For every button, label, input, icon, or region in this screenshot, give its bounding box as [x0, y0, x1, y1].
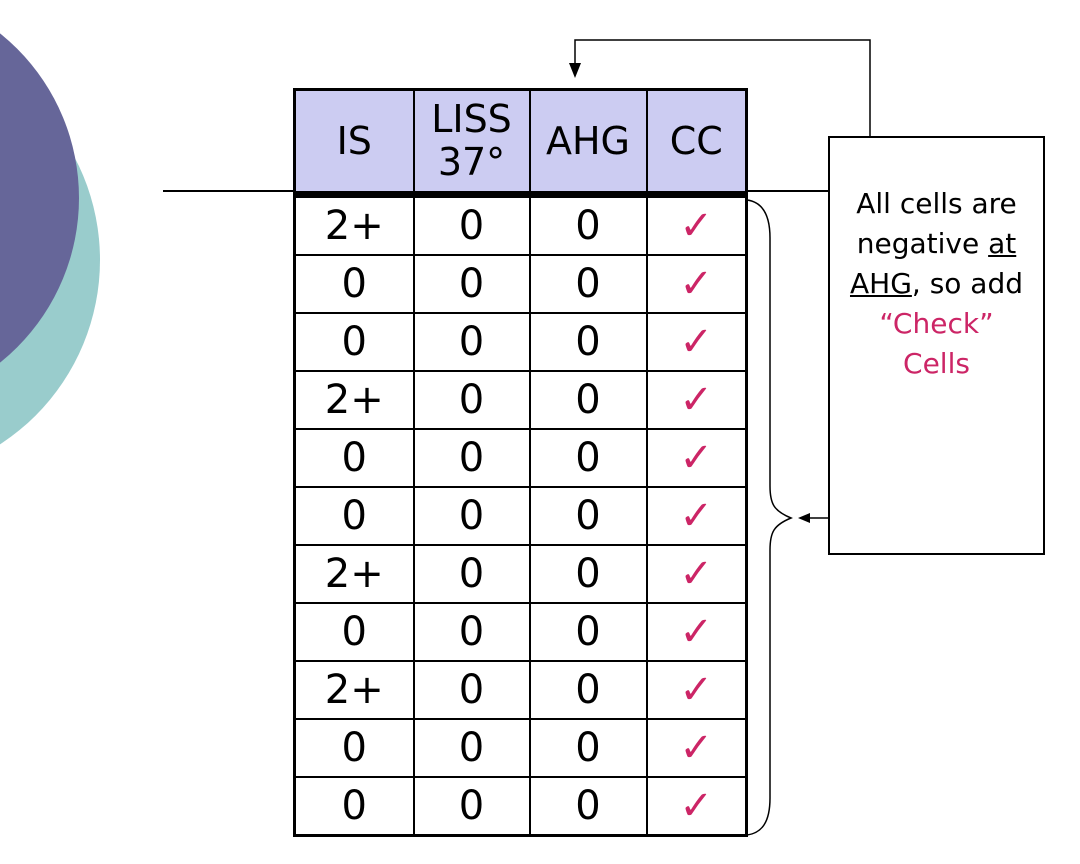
cell-cc: ✓	[645, 544, 748, 604]
cell-is: 0	[293, 254, 415, 314]
cell-is: 2+	[293, 660, 415, 720]
cell-liss: 0	[412, 254, 531, 314]
cell-ahg: 0	[528, 193, 648, 256]
check-icon: ✓	[679, 783, 713, 829]
cell-cc: ✓	[645, 312, 748, 372]
cell-is: 0	[293, 718, 415, 778]
cell-is: 0	[293, 602, 415, 662]
curly-brace	[746, 199, 793, 836]
check-icon: ✓	[679, 725, 713, 771]
arrowhead-down-icon	[569, 63, 581, 78]
cell-cc: ✓	[645, 602, 748, 662]
cell-liss: 0	[412, 486, 531, 546]
check-icon: ✓	[679, 493, 713, 539]
cell-is: 2+	[293, 193, 415, 256]
cell-liss: 0	[412, 602, 531, 662]
cell-ahg: 0	[528, 602, 648, 662]
cell-cc: ✓	[645, 660, 748, 720]
cell-liss: 0	[412, 718, 531, 778]
cell-liss: 0	[412, 776, 531, 837]
cell-cc: ✓	[645, 428, 748, 488]
annotation-text-part2: , so add	[911, 267, 1024, 300]
column-header-liss: LISS 37°	[412, 88, 531, 198]
cell-liss: 0	[412, 193, 531, 256]
cell-is: 0	[293, 486, 415, 546]
cell-cc: ✓	[645, 486, 748, 546]
cell-cc: ✓	[645, 193, 748, 256]
column-header-ahg: AHG	[528, 88, 648, 198]
cell-liss: 0	[412, 428, 531, 488]
cell-liss: 0	[412, 544, 531, 604]
check-icon: ✓	[679, 435, 713, 481]
annotation-highlight-line2: Cells	[903, 347, 970, 380]
curly-brace-path	[746, 199, 793, 836]
cell-cc: ✓	[645, 718, 748, 778]
cell-ahg: 0	[528, 428, 648, 488]
annotation-highlight-line1: “Check”	[879, 307, 994, 340]
cell-ahg: 0	[528, 776, 648, 837]
header-row: IS LISS 37° AHG CC	[293, 88, 748, 198]
cell-cc: ✓	[645, 776, 748, 837]
cell-cc: ✓	[645, 370, 748, 430]
cell-ahg: 0	[528, 254, 648, 314]
cell-liss: 0	[412, 660, 531, 720]
cell-cc: ✓	[645, 254, 748, 314]
left-arrow-connector	[798, 513, 828, 523]
elbow-connector-line	[574, 39, 871, 136]
check-icon: ✓	[679, 203, 713, 249]
cell-ahg: 0	[528, 718, 648, 778]
annotation-text-part1: All cells are negative	[856, 187, 1017, 260]
cell-is: 0	[293, 312, 415, 372]
annotation-box: All cells are negative at AHG, so add “C…	[828, 136, 1045, 555]
cell-ahg: 0	[528, 660, 648, 720]
cell-is: 0	[293, 428, 415, 488]
check-icon: ✓	[679, 551, 713, 597]
check-icon: ✓	[679, 609, 713, 655]
annotation-text-underlined: at AHG	[849, 227, 1017, 300]
check-icon: ✓	[679, 261, 713, 307]
elbow-connector-down-arrow	[569, 39, 871, 136]
cell-is: 0	[293, 776, 415, 837]
column-header-cc: CC	[645, 88, 748, 198]
cell-ahg: 0	[528, 312, 648, 372]
cell-is: 2+	[293, 370, 415, 430]
check-icon: ✓	[679, 377, 713, 423]
cell-ahg: 0	[528, 486, 648, 546]
check-icon: ✓	[679, 319, 713, 365]
cell-ahg: 0	[528, 370, 648, 430]
cell-liss: 0	[412, 312, 531, 372]
column-header-is: IS	[293, 88, 415, 198]
cell-liss: 0	[412, 370, 531, 430]
check-icon: ✓	[679, 667, 713, 713]
cell-is: 2+	[293, 544, 415, 604]
cell-ahg: 0	[528, 544, 648, 604]
arrowhead-left-icon	[798, 513, 810, 523]
